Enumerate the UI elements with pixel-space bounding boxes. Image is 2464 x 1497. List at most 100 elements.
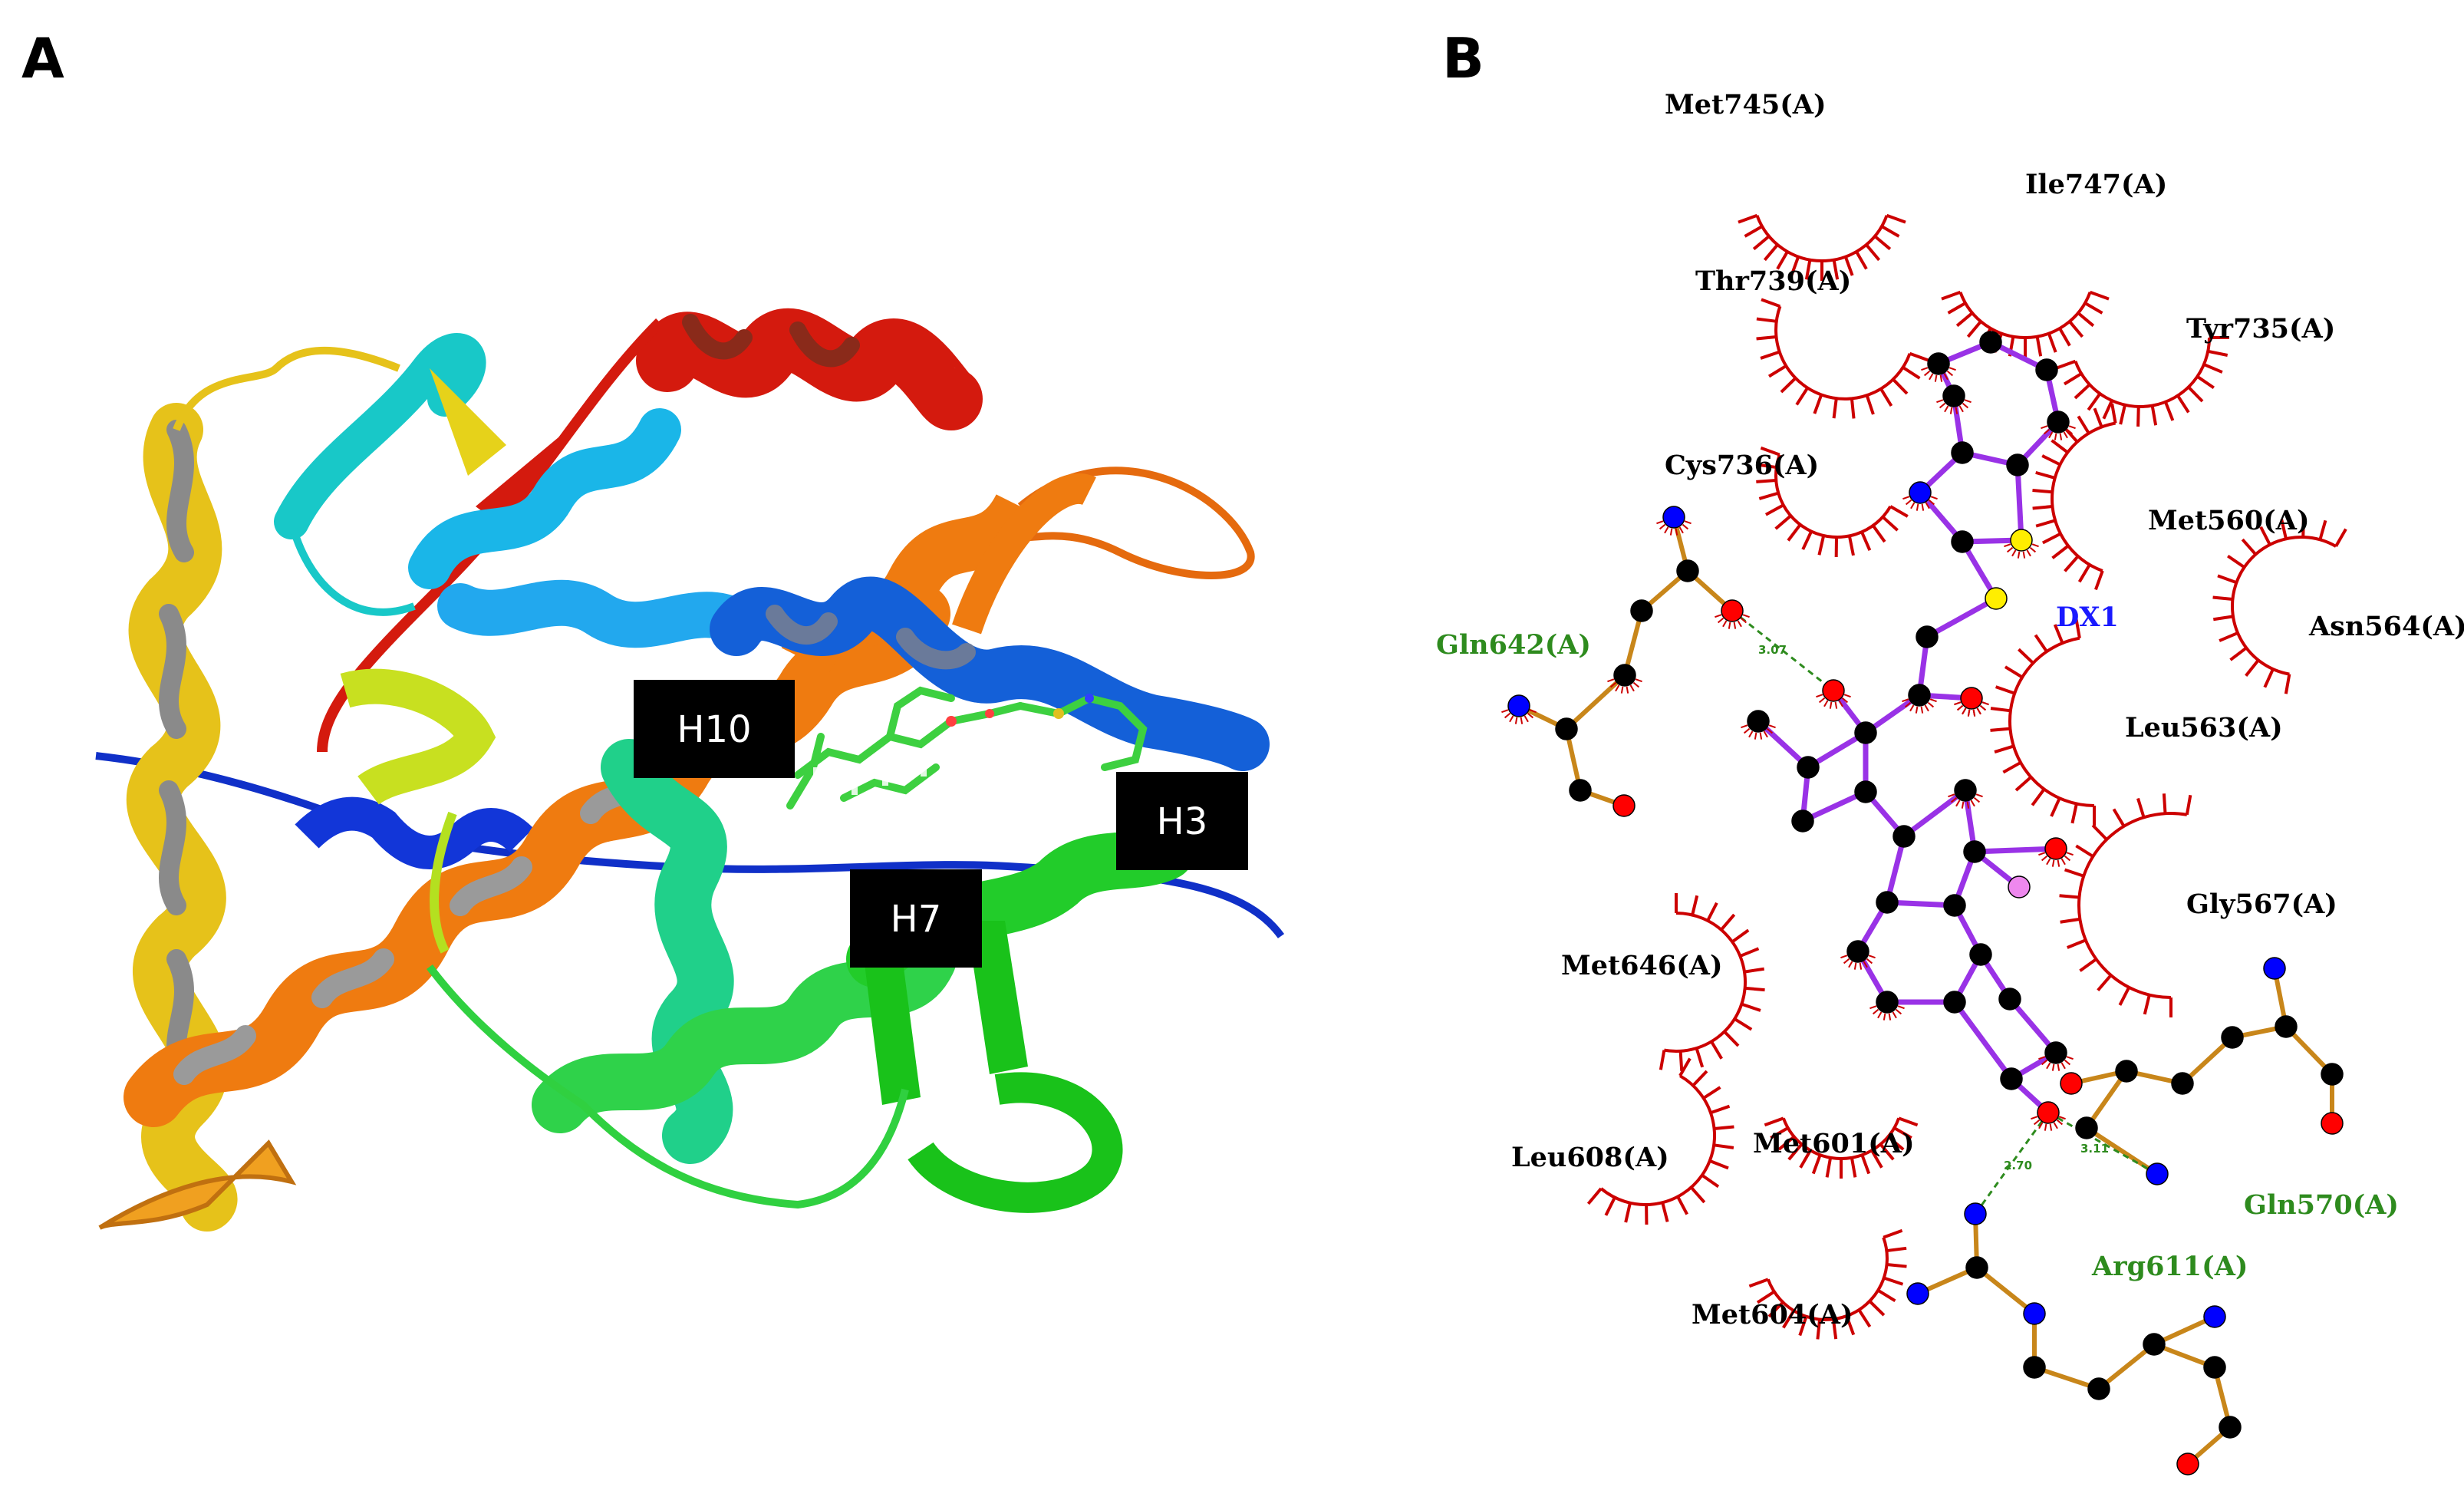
hydrophobic-tick [2031,788,2046,806]
hydrophobic-tick [1886,1262,1907,1268]
ligand-bond [1863,692,1922,736]
contact-tick [1904,701,1912,708]
contact-tick [1868,955,1876,959]
helix-orange-h10 [124,584,950,1127]
contact-tick [1843,958,1850,964]
contact-tick [2059,433,2063,440]
atom-c [1963,840,1986,863]
contact-tick [2006,546,2014,553]
hydrophobic-tick [1804,259,1812,280]
hydrophobic-arc [2051,421,2116,572]
contact-tick [2051,1063,2055,1071]
hydrophobic-tick [2219,631,2238,642]
hydrophobic-tick [1857,1309,1872,1328]
atom-c [1630,599,1653,622]
label-h7: H7 [891,898,942,941]
atom-o [2060,1072,2083,1095]
contact-tick [1946,370,1954,377]
atom-s [1985,587,2008,610]
hydrophobic-tick [2032,504,2053,510]
atom-contact-ticks [1501,367,2076,1131]
residue-bond [2180,1035,2235,1086]
atom-c [1965,1256,1988,1279]
hydrophobic-tick [1993,332,2004,353]
contact-tick [1659,523,1666,530]
hydrophobic-tick [2064,868,2084,878]
contact-tick [1635,678,1642,683]
hydrophobic-tick [1706,902,1718,922]
contact-tick [1961,801,1965,809]
atom-c [1555,717,1578,740]
residue-bond [2212,1365,2232,1429]
contact-tick [1615,684,1620,692]
hydrophobic-tick [2102,400,2113,420]
hbond-distance-3: 2.70 [2004,1159,2032,1172]
hydrophobic-tick [2136,797,2146,818]
protein-cartoon: H10 H3 H7 [95,308,1285,1232]
residue-label-hydrophobic: Met745(A) [1665,89,1827,120]
hydrophobic-tick [1966,320,1982,338]
hydrophobic-tick [1873,235,1892,251]
contact-tick [1979,704,1987,711]
atom-c [2023,1356,2046,1379]
atom-o [2037,1101,2060,1124]
residue-bond [2230,1024,2288,1040]
contact-tick [1741,724,1748,729]
helix-red [636,308,983,430]
contact-tick [1923,370,1931,377]
hydrophobic-tick [2087,392,2102,411]
hydrophobic-tick [2164,401,2175,421]
ligand-bond [1952,902,1984,958]
contact-tick [1740,617,1748,624]
atom-c [1951,441,1974,464]
contact-tick [1514,717,1518,724]
contact-tick [1955,407,1958,414]
contact-tick [1872,1008,1879,1015]
contact-tick [1910,502,1916,509]
hydrophobic-tick [1831,1319,1838,1340]
contact-tick [1669,528,1673,536]
hydrophobic-tick [2035,336,2043,357]
residue-bond [1685,569,1734,613]
hydrophobic-tick [1695,1047,1705,1068]
contact-tick [2066,1056,2074,1060]
residue-bond [2084,1126,2159,1176]
contact-tick [1934,374,1938,382]
contact-tick [1939,402,1946,409]
contact-tick [2043,428,2051,435]
ligand-bond [1800,764,1811,824]
atom-c [2075,1116,2098,1139]
hydrophobic-tick [1790,256,1800,276]
contact-tick [1656,520,1664,525]
hydrophobic-tick [2203,363,2223,374]
hydrophobic-tick [1798,1316,1808,1337]
contact-tick [2049,1123,2053,1131]
contact-tick [1975,793,1983,798]
ligand-bond [1830,687,1869,736]
hydrophobic-arc [1755,215,1889,262]
hydrophobic-tick [2118,986,2131,1006]
ligand-bond [1917,450,1965,496]
contact-tick [1848,961,1853,968]
contact-tick [1902,698,1909,703]
residue-bonds [1517,515,2334,1466]
contact-tick [1948,793,1955,798]
ligand-bond [2008,1050,2059,1082]
contact-tick [1928,499,1935,506]
contact-tick [1620,686,1624,694]
contact-tick [1759,732,1763,740]
hydrophobic-tick [1817,535,1826,556]
residue-label-hydrophobic: Asn564(A) [2308,611,2464,642]
hydrophobic-tick [1801,530,1813,550]
label-h10: H10 [677,708,751,751]
hydrophobic-tick [1860,531,1872,551]
contact-tick [2011,549,2017,557]
hydrophobic-arc [1766,1236,1889,1321]
contact-tick [2053,1122,2058,1129]
residue-label-hydrophobic: Ile747(A) [2025,169,2167,200]
contact-tick [1520,717,1524,724]
hydrophobic-tick [1776,250,1789,270]
hydrophobic-tick [1744,986,1765,992]
ligand-name: DX1 [2056,602,2119,633]
ligand-bond [1972,846,2059,855]
